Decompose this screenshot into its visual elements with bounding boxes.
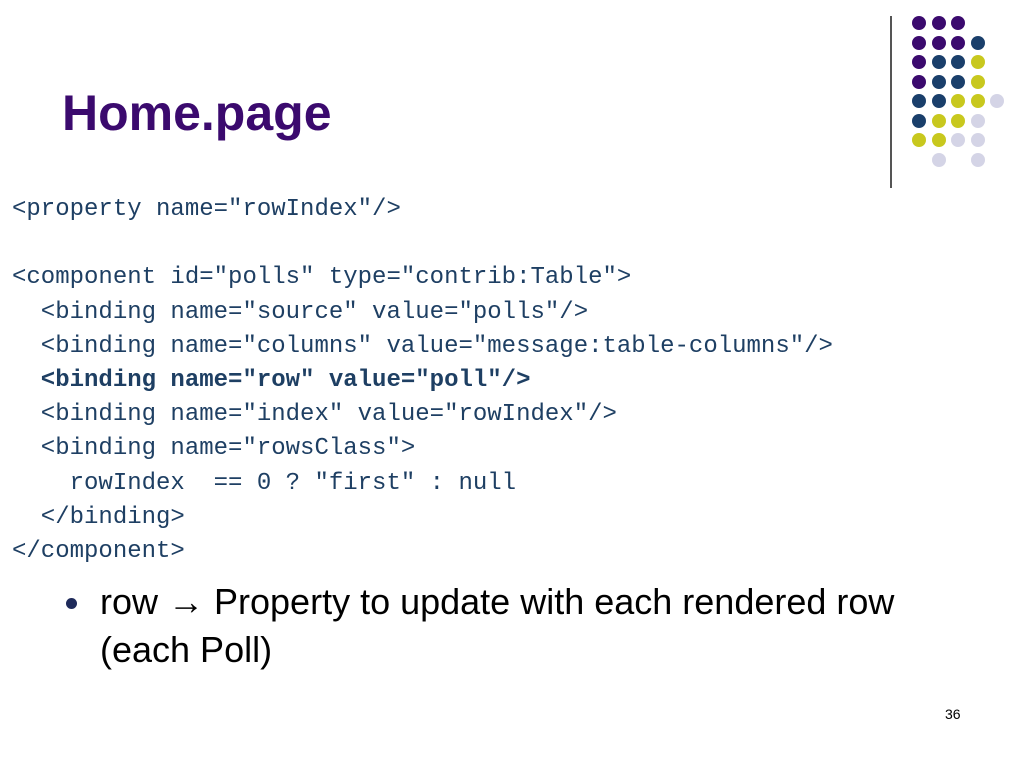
code-line: <binding name="rowsClass">	[12, 435, 416, 463]
code-line: </binding>	[12, 503, 185, 531]
decorative-dot	[931, 152, 946, 167]
decorative-dot	[970, 35, 985, 50]
decorative-dot	[931, 74, 946, 89]
slide-title: Home.page	[62, 85, 332, 141]
code-line	[12, 227, 833, 261]
decorative-dot	[990, 94, 1004, 108]
decorative-dot	[912, 133, 926, 147]
decorative-dot	[912, 74, 926, 89]
decorative-dot	[951, 55, 965, 69]
decorative-dot	[951, 16, 965, 30]
decorative-dot	[912, 35, 926, 50]
title-divider	[890, 16, 892, 188]
code-line: <property name="rowIndex"/>	[12, 196, 401, 223]
decorative-dot	[912, 55, 926, 69]
decorative-dot	[912, 16, 926, 30]
decorative-dot	[931, 133, 946, 147]
decorative-dot	[970, 74, 985, 89]
decorative-dot	[970, 152, 985, 167]
decorative-dot	[931, 94, 946, 108]
decorative-dot	[912, 94, 926, 108]
decorative-dot	[951, 74, 965, 89]
code-line: </component>	[12, 537, 185, 565]
decorative-dot	[931, 35, 946, 50]
code-line: <binding name="columns" value="message:t…	[12, 332, 833, 360]
bullet-item: row → Property to update with each rende…	[60, 578, 990, 674]
decorative-dot	[970, 55, 985, 69]
decorative-dot	[951, 113, 965, 128]
decorative-dot	[951, 94, 965, 108]
bullet-list: row → Property to update with each rende…	[60, 578, 990, 674]
bullet-dot-icon	[66, 598, 77, 609]
decorative-dot	[970, 133, 985, 147]
decorative-dot	[931, 55, 946, 69]
decorative-dot	[951, 35, 965, 50]
code-line: <binding name="index" value="rowIndex"/>	[12, 401, 617, 429]
decorative-dot-grid	[0, 0, 1024, 200]
decorative-dot	[912, 113, 926, 128]
code-block: <property name="rowIndex"/> <component id…	[12, 193, 833, 569]
page-number: 36	[945, 706, 961, 722]
code-line: rowIndex == 0 ? "first" : null	[12, 469, 517, 497]
code-line: <component id="polls" type="contrib:Tabl…	[12, 264, 632, 292]
bullet-text: row → Property to update with each rende…	[100, 581, 895, 670]
code-line: <binding name="source" value="polls"/>	[12, 298, 589, 326]
code-line: <binding name="row" value="poll"/>	[12, 366, 531, 394]
decorative-dot	[970, 94, 985, 108]
decorative-dot	[970, 113, 985, 128]
decorative-dot	[931, 113, 946, 128]
decorative-dot	[951, 133, 965, 147]
decorative-dot	[931, 16, 946, 30]
